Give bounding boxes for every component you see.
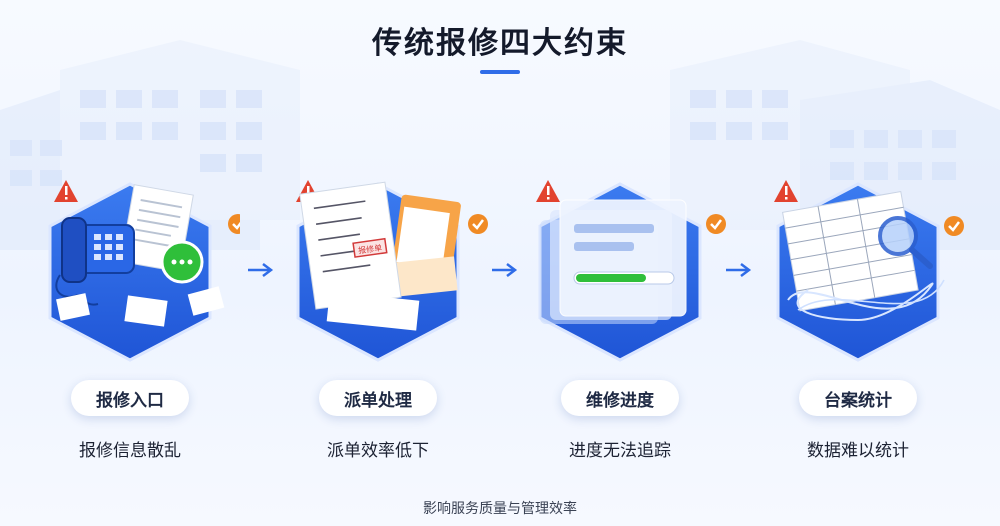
step-description: 派单效率低下 [327,441,429,461]
arrow-right-icon [248,263,274,277]
warning-icon [54,180,78,202]
telephone-chat-icon [48,180,248,362]
step-label: 维修进度 [561,380,679,416]
warning-icon [774,180,798,202]
background-building-left [0,40,300,250]
card-title: 工单 [433,212,448,223]
title-underline [480,70,520,74]
magnifier-icon [878,216,933,269]
arrow-right-icon [726,263,752,277]
step-dispatch: 报修单 工单 派单处理 派单效率低下 [268,170,488,500]
step-description: 报修信息散乱 [79,441,181,461]
page-title: 传统报修四大约束 [372,26,628,61]
arrow-right-icon [492,263,518,277]
step-ledger-statistics: 台案统计 数据难以统计 [748,170,968,500]
check-badge-icon [706,214,726,234]
warning-icon [536,180,560,202]
progress-screen-icon [536,180,726,362]
chat-bubble-icon [160,240,204,284]
check-badge-icon [944,216,964,236]
stamp-text: 报修单 [357,242,382,255]
check-badge-icon [468,214,488,234]
footer-caption: 影响服务质量与管理效率 [423,501,577,517]
step-repair-progress: 维修进度 进度无法追踪 [510,170,730,500]
step-description: 数据难以统计 [807,441,909,461]
step-label: 报修入口 [71,380,189,416]
progress-bar [573,271,675,285]
ledger-magnifier-icon [774,180,964,362]
check-badge-icon [228,214,248,234]
step-report-entry: 报修入口 报修信息散乱 [20,170,248,500]
step-label: 派单处理 [319,380,437,416]
paper-forms-icon: 报修单 工单 [296,180,488,362]
step-description: 进度无法追踪 [569,441,671,461]
step-label: 台案统计 [799,380,917,416]
